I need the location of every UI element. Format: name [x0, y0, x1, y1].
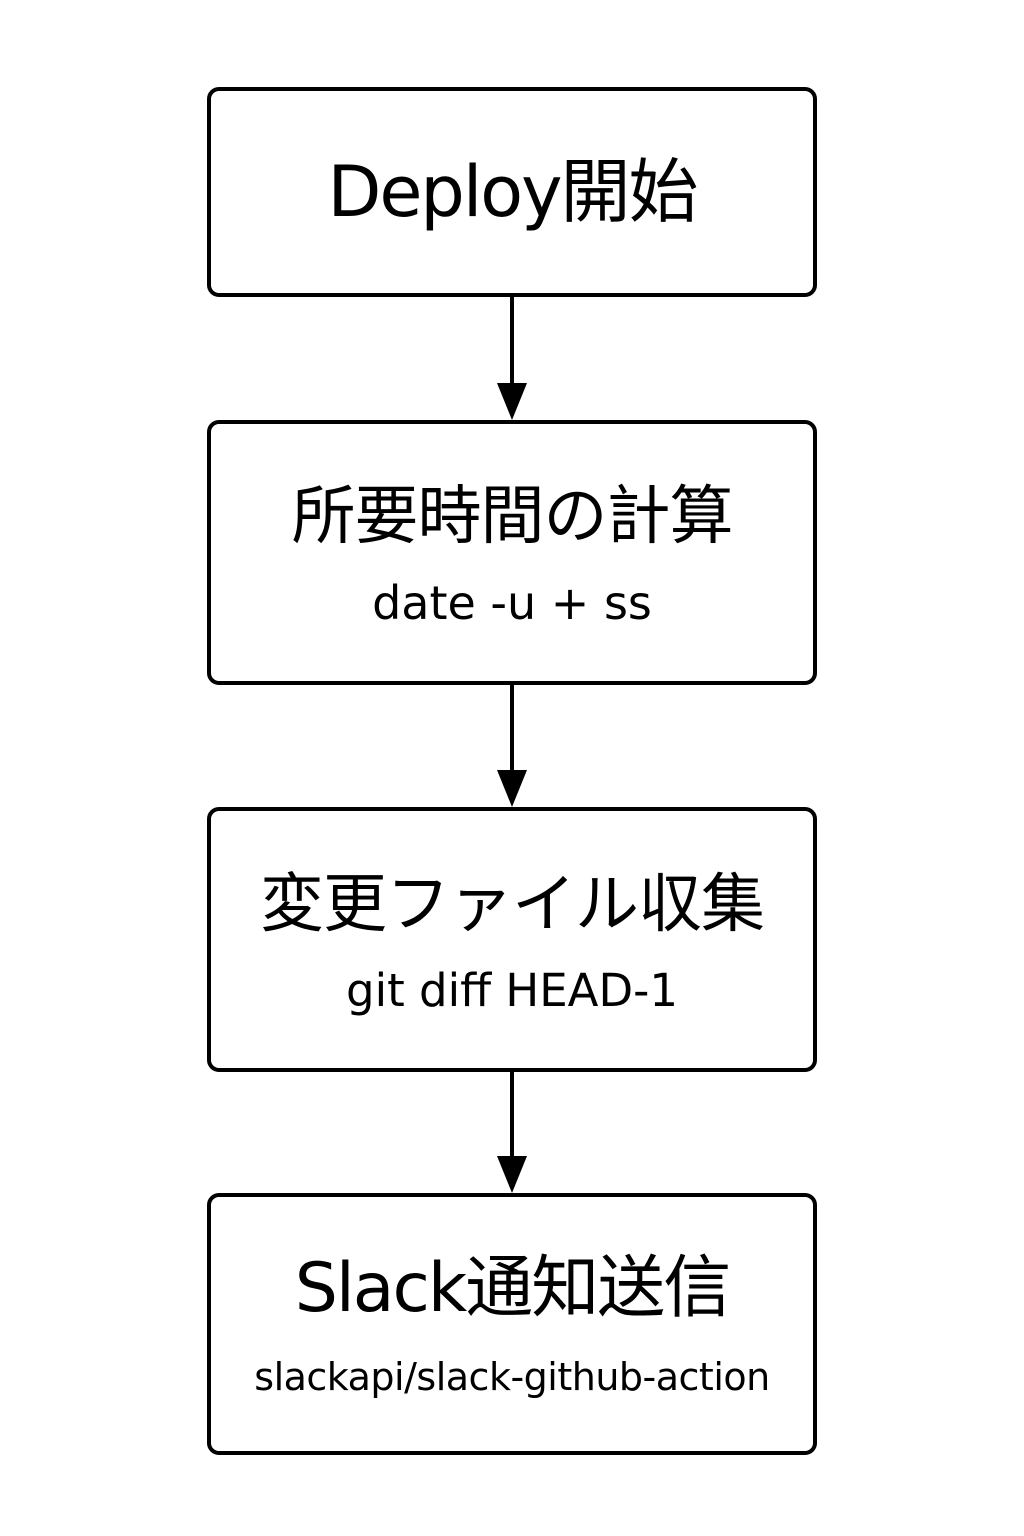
- step-duration-calc: 所要時間の計算 date -u + ss: [207, 420, 817, 685]
- step-title: 所要時間の計算: [291, 480, 734, 554]
- arrow-down-icon: [497, 685, 527, 807]
- step-deploy-start: Deploy開始: [207, 87, 817, 297]
- step-collect-changed-files: 変更ファイル収集 git diff HEAD-1: [207, 807, 817, 1072]
- step-title: Deploy開始: [327, 150, 698, 233]
- step-command: slackapi/slack-github-action: [254, 1354, 770, 1399]
- step-command: date -u + ss: [372, 576, 652, 631]
- step-title: Slack通知送信: [294, 1248, 731, 1328]
- arrow-down-icon: [497, 1072, 527, 1193]
- step-command: git diff HEAD-1: [346, 963, 678, 1017]
- step-slack-notify: Slack通知送信 slackapi/slack-github-action: [207, 1193, 817, 1455]
- step-title: 変更ファイル収集: [260, 867, 765, 942]
- arrow-down-icon: [497, 297, 527, 420]
